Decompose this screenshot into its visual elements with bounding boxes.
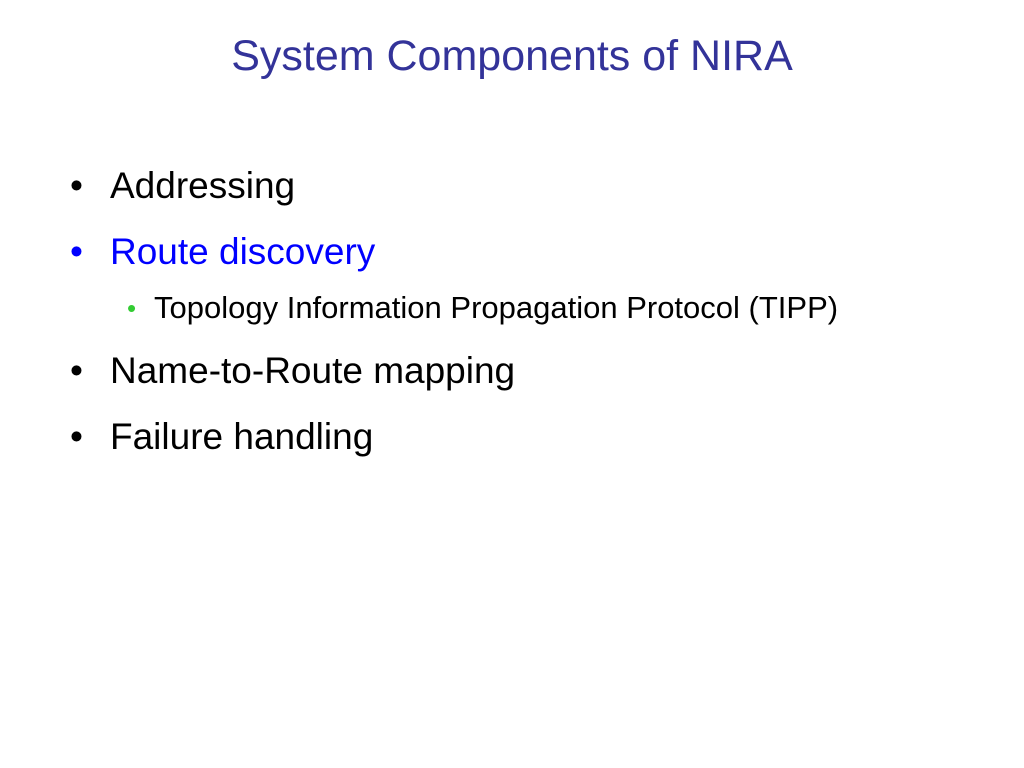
bullet-marker: •: [70, 231, 83, 272]
bullet-item-addressing: • Addressing: [70, 163, 970, 209]
bullet-text: Name-to-Route mapping: [110, 350, 516, 391]
subbullet-item-tipp: • Topology Information Propagation Proto…: [127, 288, 970, 328]
bullet-list: • Addressing • Route discovery • Topolog…: [70, 163, 970, 480]
bullet-text: Route discovery: [110, 231, 376, 272]
bullet-text: Addressing: [110, 165, 296, 206]
bullet-item-failure-handling: • Failure handling: [70, 414, 970, 460]
subbullet-marker: •: [127, 293, 137, 323]
slide-title: System Components of NIRA: [231, 32, 793, 80]
bullet-marker: •: [70, 165, 83, 206]
subbullet-text: Topology Information Propagation Protoco…: [154, 290, 839, 325]
bullet-item-route-discovery: • Route discovery: [70, 229, 970, 275]
bullet-text: Failure handling: [110, 416, 374, 457]
bullet-marker: •: [70, 416, 83, 457]
bullet-item-name-to-route-mapping: • Name-to-Route mapping: [70, 348, 970, 394]
bullet-marker: •: [70, 350, 83, 391]
